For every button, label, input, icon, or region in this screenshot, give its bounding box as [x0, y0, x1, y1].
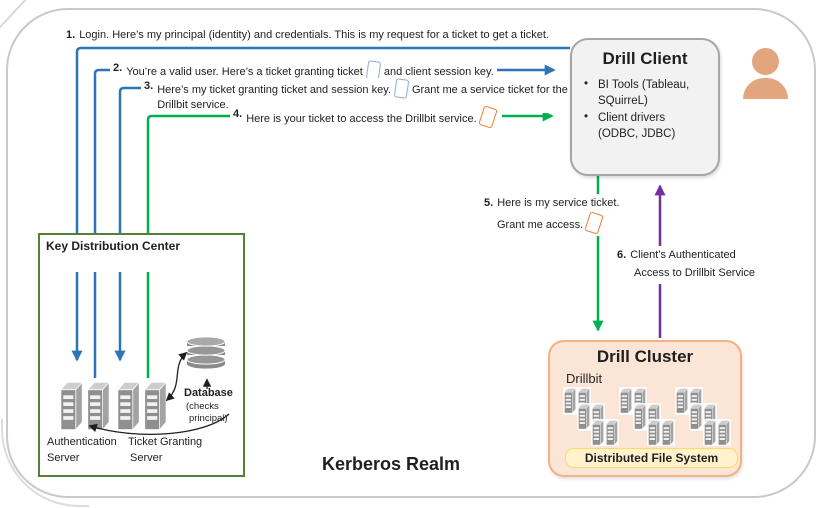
authentication-server-label-line2: Server [47, 452, 80, 464]
ticket-icon-orange [477, 105, 498, 129]
kerberos-realm-label: Kerberos Realm [322, 454, 461, 474]
ticket-granting-server-label-line2: Server [130, 452, 163, 464]
drill-client-title: Drill Client [602, 49, 688, 68]
database-note-line2: principal) [189, 413, 228, 424]
step6-number: 6. [617, 249, 627, 261]
arrow-step2 [93, 64, 556, 378]
distributed-file-system-bar: Distributed File System [565, 448, 738, 468]
step4-text: 4. Here is your ticket to access the Dri… [230, 105, 502, 129]
arrow-step4 [146, 110, 554, 378]
drill-cluster-title: Drill Cluster [596, 347, 694, 366]
step2-number: 2. [113, 62, 123, 74]
arrow-database-authserver [88, 413, 230, 435]
ticket-icon-blue [393, 78, 410, 99]
bullet-icon: • [584, 78, 589, 90]
drill-cluster-box: Drill Cluster Drillbit Distributed File … [548, 340, 742, 477]
step1-text: 1. Login. Here’s my principal (identity)… [63, 27, 552, 44]
realm-border [6, 8, 816, 498]
authentication-server-label-line1: Authentication [47, 436, 117, 448]
drill-client-bullet-list: • BI Tools (Tableau, SQuirreL) • Client … [572, 78, 718, 142]
ticket-granting-server-label-line1: Ticket Granting [128, 436, 203, 448]
kdc-title: Key Distribution Center [46, 239, 181, 253]
list-item: • Client drivers (ODBC, JDBC) [584, 111, 718, 142]
ticket-icon-orange [584, 211, 604, 235]
list-item: • BI Tools (Tableau, SQuirreL) [584, 78, 718, 109]
drill-client-box: Drill Client • BI Tools (Tableau, SQuirr… [570, 38, 720, 176]
step3-number: 3. [144, 80, 154, 92]
bullet-icon: • [584, 111, 589, 124]
arrow-step3 [114, 86, 568, 362]
database-icon [186, 336, 226, 369]
drillbit-server-icon [563, 387, 731, 446]
drillbit-label: Drillbit [566, 371, 603, 386]
arrow-tgs-database [165, 351, 188, 402]
step5-text: 5.Here is my service ticket. Grant me ac… [481, 194, 623, 236]
step2-text: 2. You’re a valid user. Here’s a ticket … [110, 60, 497, 81]
step1-number: 1. [66, 29, 76, 41]
arrow-step1 [71, 46, 570, 362]
step3-text: 3. Here’s my ticket granting ticket and … [141, 78, 581, 114]
step6-text: 6.Client’s Authenticated Access to Drill… [614, 246, 759, 284]
step4-number: 4. [233, 108, 243, 120]
database-label: Database [184, 387, 233, 399]
key-distribution-center-box [38, 233, 245, 477]
drillbit-server-grid [563, 387, 731, 446]
step5-number: 5. [484, 197, 494, 209]
database-note-line1: (checks [186, 401, 219, 412]
